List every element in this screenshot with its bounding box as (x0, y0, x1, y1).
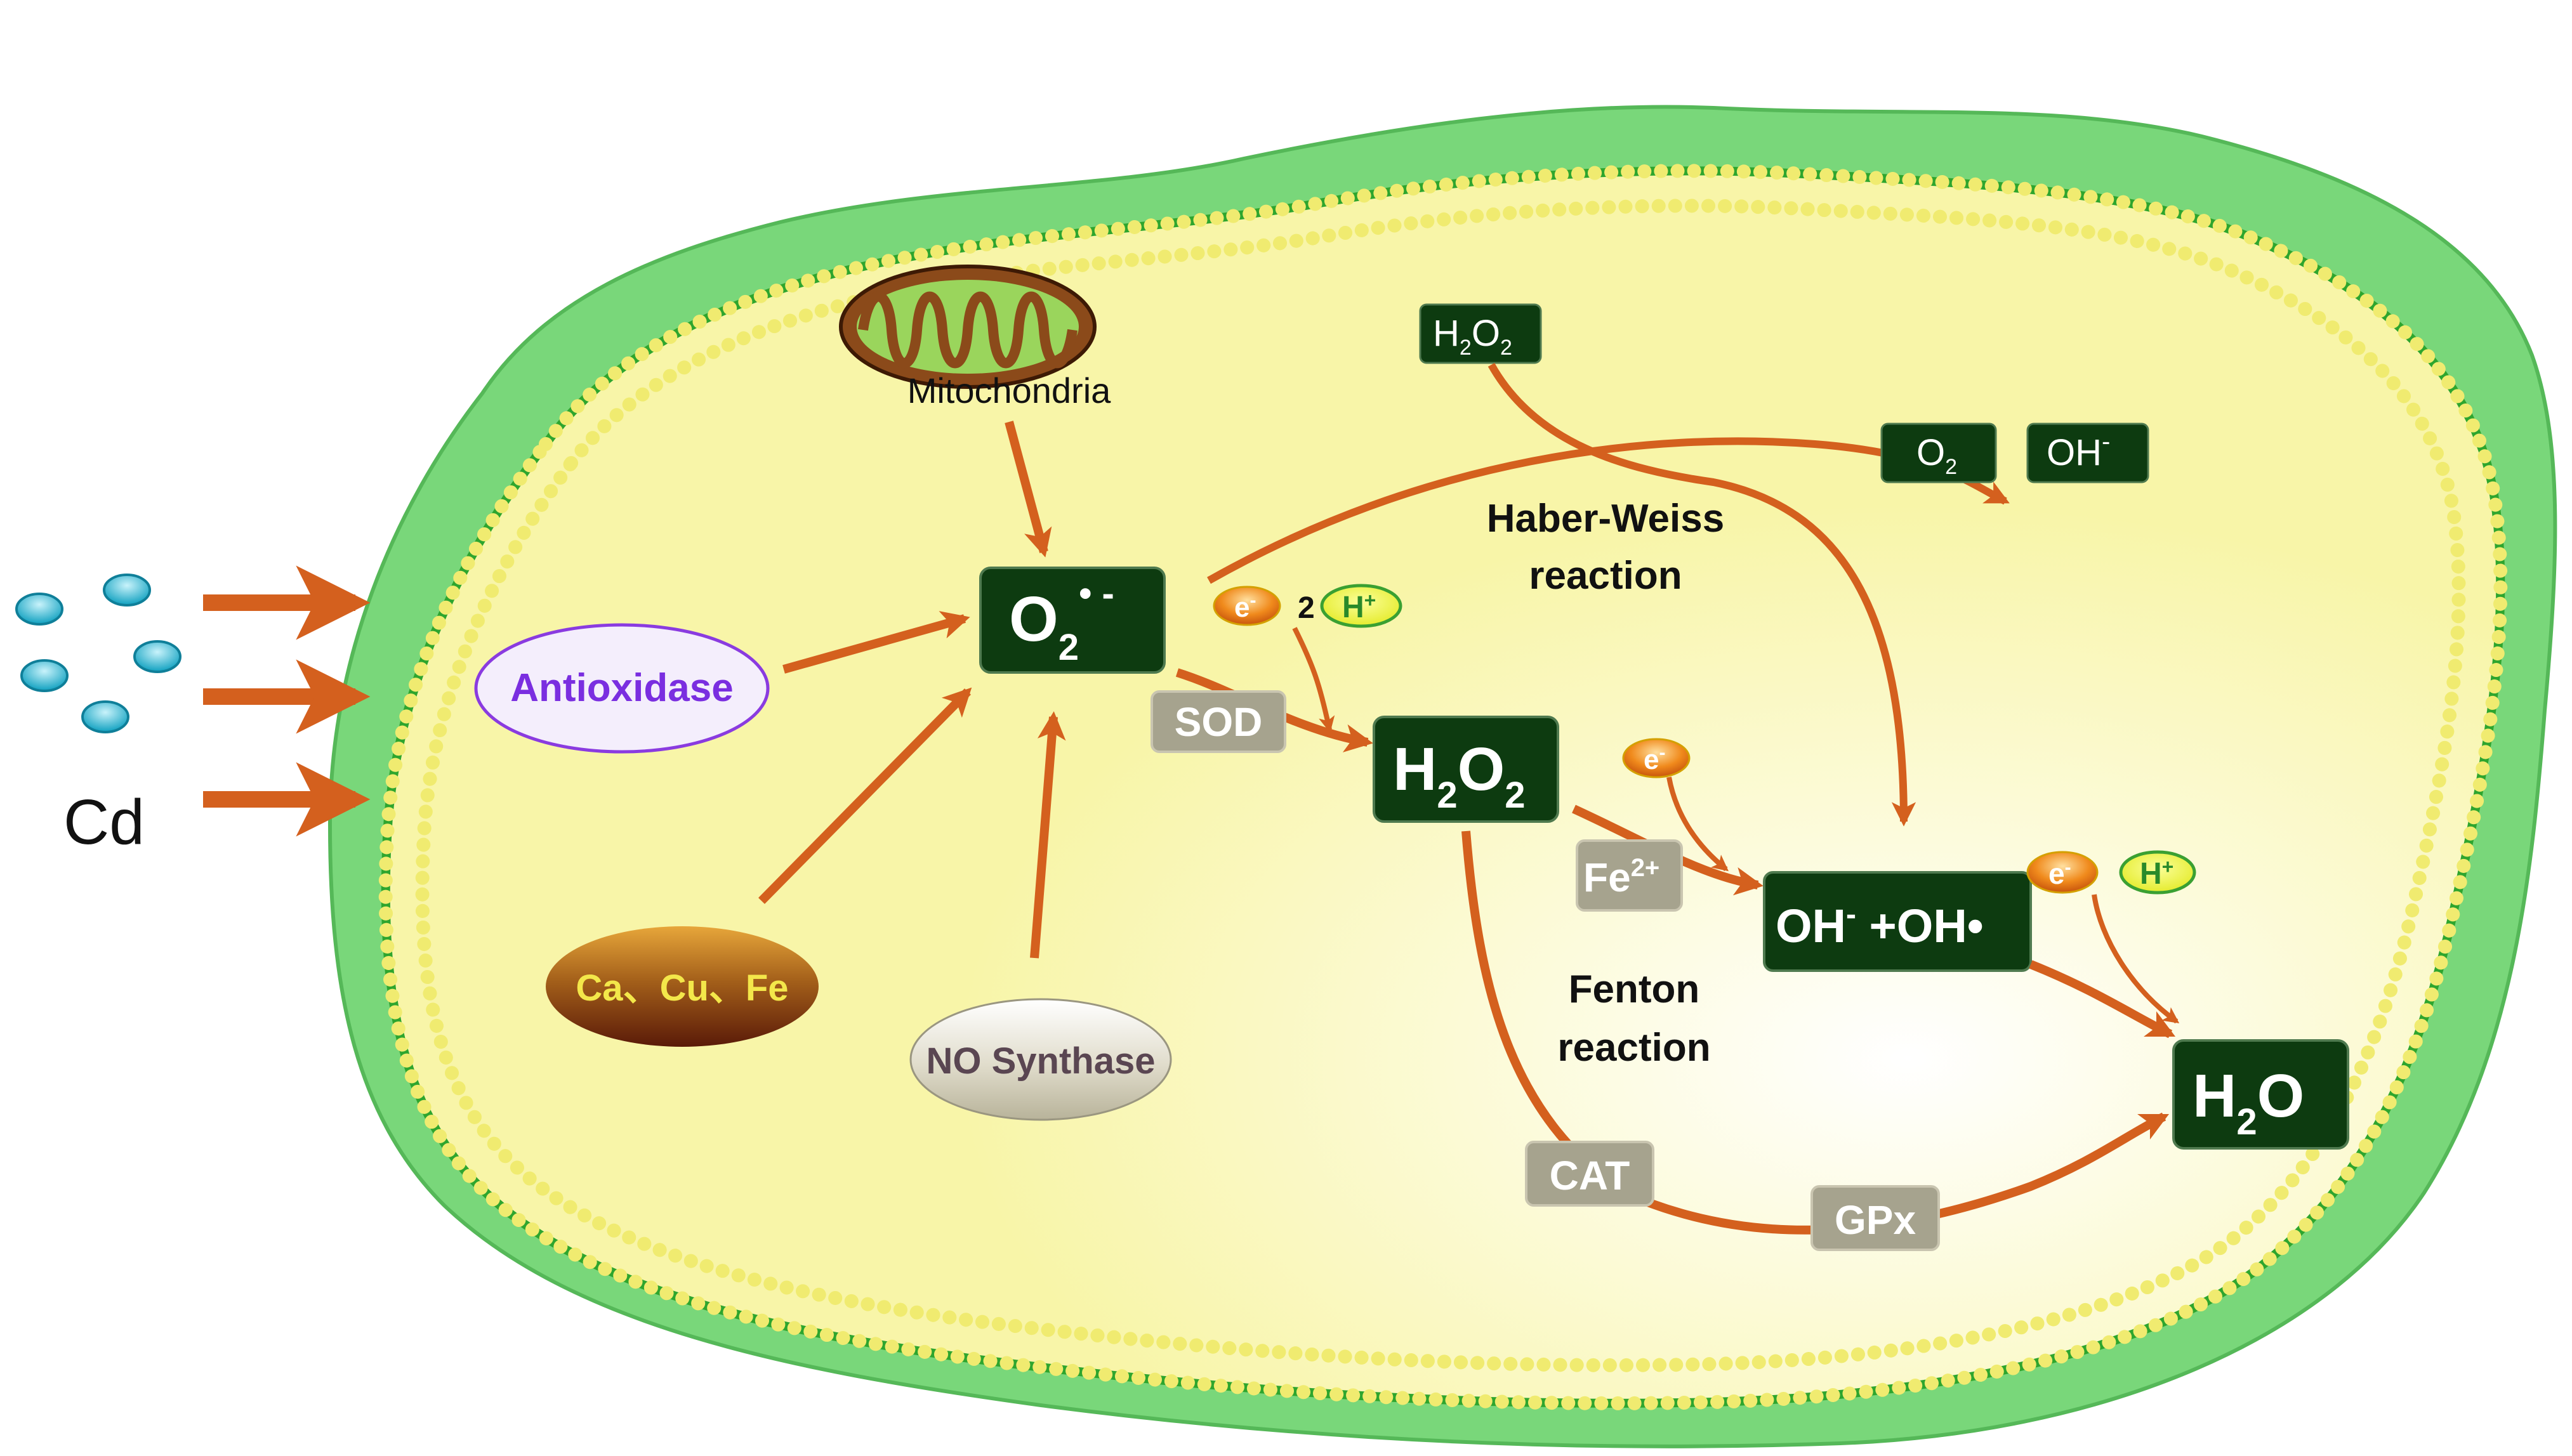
cd-influx-arrows (203, 565, 371, 837)
superoxide-label: O2• - (1009, 573, 1114, 668)
electron-to-sod-arrow (1292, 627, 1335, 733)
mitochondria-icon (839, 265, 1097, 389)
gpx-box (1810, 1185, 1940, 1251)
cd-particle (20, 659, 69, 692)
mitochondria-label: Mitochondria (907, 371, 1111, 410)
oh-minus-box (2026, 423, 2149, 483)
haber-weiss-label-2: reaction (1529, 554, 1682, 598)
electron-icon-hydroxyl (2026, 851, 2099, 894)
hydroxyl-label: OH- +OH• (1776, 898, 1984, 952)
cd-particle (103, 574, 151, 607)
h2o2-top-label: H2O2 (1433, 313, 1512, 360)
electron-label-fenton: e- (1644, 742, 1665, 775)
h2o2-box (1373, 716, 1559, 823)
no-synthase-ellipse (909, 998, 1172, 1121)
h2o2-to-hydroxyl-curve (1487, 363, 1916, 827)
cat-label: CAT (1550, 1153, 1630, 1198)
hydroxyl-to-water-arrow (2029, 960, 2176, 1039)
sod-label: SOD (1175, 699, 1263, 745)
cd-particle (133, 640, 181, 673)
h2o2-label: H2O2 (1393, 735, 1526, 816)
proton-icon (1320, 584, 1402, 628)
fenton-label-2: reaction (1557, 1026, 1710, 1070)
electron-label-hydroxyl: e- (2048, 857, 2071, 890)
antioxidase-label: Antioxidase (510, 666, 733, 710)
proton-label: H+ (1342, 589, 1376, 624)
catalase-pathway (1461, 830, 2170, 1235)
membrane-dots-inner (415, 199, 2466, 1372)
cd-particles (15, 574, 181, 733)
water-box (2172, 1039, 2349, 1150)
antioxidase-ellipse (474, 623, 770, 754)
no-synthase-label: NO Synthase (927, 1040, 1156, 1082)
proton-label-hydroxyl: H+ (2140, 855, 2173, 891)
fe-label: Fe2+ (1583, 854, 1659, 900)
cat-box (1525, 1141, 1654, 1207)
metals-ellipse (546, 926, 819, 1047)
haber-weiss-label: Haber-Weiss (1487, 497, 1724, 541)
cd-label: Cd (63, 787, 145, 858)
sod-box (1151, 690, 1286, 753)
source-arrows (758, 421, 1066, 959)
electron-icon (1213, 586, 1281, 626)
fenton-label: Fenton (1569, 967, 1700, 1011)
oh-minus-label: OH- (2047, 428, 2110, 473)
superoxide-box (979, 567, 1166, 674)
membrane-dots (378, 164, 2508, 1410)
metals-label: Ca、Cu、Fe (576, 967, 788, 1009)
electron-label: e- (1234, 590, 1256, 623)
water-label: H2O (2193, 1062, 2304, 1143)
h2o2-top-box (1419, 303, 1542, 364)
electron-to-water-arrow (2092, 894, 2180, 1024)
electron-to-fenton-arrow (1666, 777, 1729, 872)
gpx-label: GPx (1835, 1197, 1916, 1243)
o2-box (1880, 423, 1997, 483)
cd-particle (15, 593, 63, 626)
hydroxyl-box (1763, 871, 2032, 972)
electron-icon-fenton (1622, 738, 1691, 778)
proton-icon-hydroxyl (2119, 850, 2196, 895)
fe-box (1576, 839, 1683, 912)
two-label: 2 (1298, 591, 1315, 625)
o2-label: O2 (1916, 432, 1957, 479)
cd-particle (81, 700, 129, 733)
